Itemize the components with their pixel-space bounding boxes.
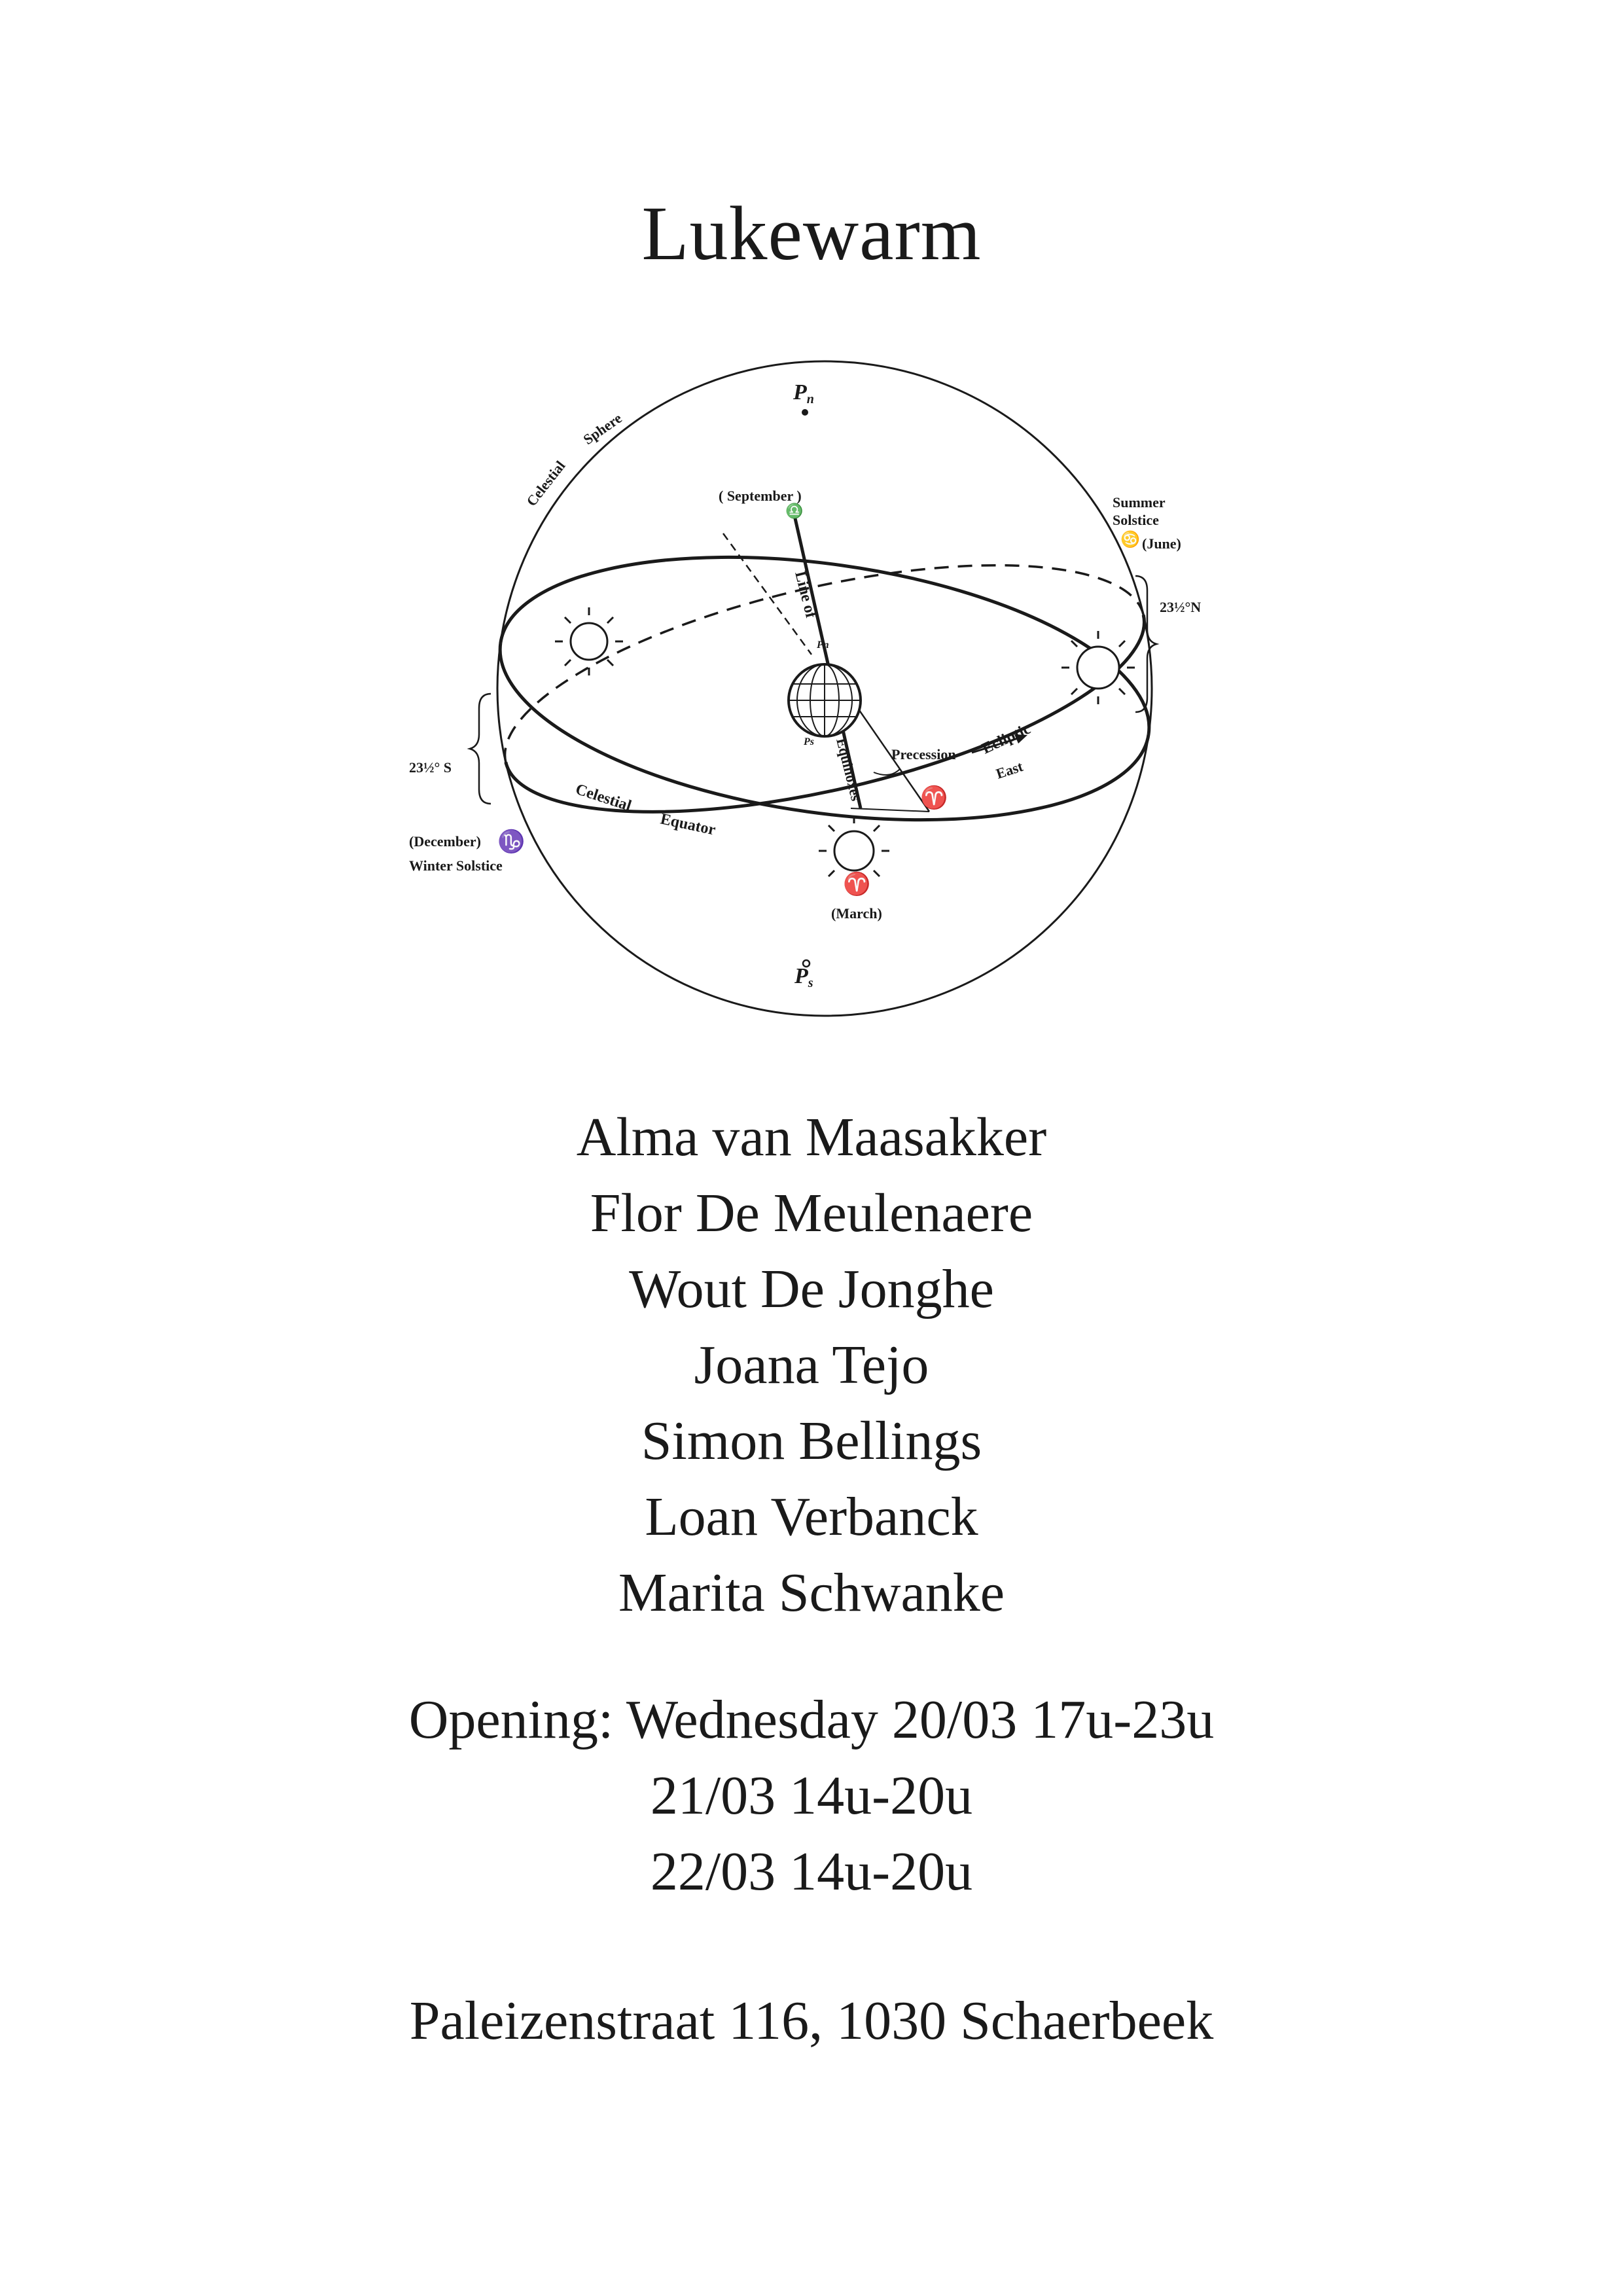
capricorn-symbol: ♑ — [497, 829, 525, 854]
label-equinoxes: Equinoxes — [833, 736, 865, 802]
label-march: (March) — [831, 905, 882, 922]
label-south-tilt: 23½° S — [409, 759, 452, 776]
celestial-sphere-diagram: Pn Ps Celestial Sphere ( September ) ♎ S… — [409, 360, 1201, 1017]
label-line-of: Line of — [791, 569, 819, 620]
venue-address: Paleizenstraat 116, 1030 Schaerbeek — [409, 1990, 1214, 2051]
artist-name: Marita Schwanke — [618, 1562, 1005, 1623]
label-celestial-sphere-1: Celestial — [523, 457, 568, 509]
label-summer-solstice-1: Summer — [1113, 494, 1166, 511]
label-june: (June) — [1142, 535, 1181, 552]
sun-icon-march — [819, 816, 889, 878]
north-tilt-bracket — [1135, 575, 1160, 713]
sun-icon-right — [1061, 631, 1135, 704]
label-winter-solstice: Winter Solstice — [409, 857, 503, 874]
label-celestial-sphere-2: Sphere — [580, 410, 625, 448]
artist-list: Alma van Maasakker Flor De Meulenaere Wo… — [0, 1100, 1623, 1631]
artist-name: Simon Bellings — [641, 1410, 982, 1471]
label-pole-south: Ps — [794, 964, 813, 990]
artist-name: Flor De Meulenaere — [590, 1183, 1033, 1244]
artist-name: Joana Tejo — [694, 1335, 929, 1395]
artist-name: Alma van Maasakker — [576, 1107, 1047, 1168]
label-summer-solstice-2: Solstice — [1113, 512, 1159, 528]
label-ecliptic: Ecliptic — [980, 720, 1034, 757]
south-tilt-bracket — [467, 692, 491, 805]
artist-name: Wout De Jonghe — [629, 1259, 994, 1319]
label-december: (December) — [409, 833, 481, 850]
dashed-guide-line — [722, 533, 813, 655]
label-precession: Precession — [891, 746, 956, 762]
line-of-equinoxes — [790, 503, 863, 809]
sun-icon-left — [555, 607, 623, 675]
label-celestial-equator-2: Equator — [659, 810, 717, 838]
aries-symbol-precession: ♈ — [920, 785, 948, 810]
exhibition-title: Lukewarm — [641, 190, 982, 276]
aries-symbol-march: ♈ — [843, 871, 870, 897]
artist-name: Loan Verbanck — [645, 1486, 978, 1547]
label-inner-pn: Pn — [816, 639, 829, 651]
label-september: ( September ) — [719, 488, 802, 504]
label-east: East — [994, 758, 1026, 782]
cancer-symbol: ♋ — [1120, 530, 1140, 548]
libra-symbol: ♎ — [785, 503, 803, 519]
label-inner-ps: Ps — [803, 736, 814, 747]
schedule: Opening: Wednesday 20/03 17u-23u 21/03 1… — [0, 1682, 1623, 1910]
schedule-date: 21/03 14u-20u — [650, 1765, 973, 1826]
label-pole-north: Pn — [793, 380, 814, 406]
opening-date: Opening: Wednesday 20/03 17u-23u — [408, 1689, 1215, 1750]
label-north-tilt: 23½°N — [1160, 599, 1201, 615]
schedule-date: 22/03 14u-20u — [650, 1841, 973, 1902]
earth-globe-icon — [787, 663, 862, 738]
celestial-sphere-circle — [496, 360, 1153, 1017]
